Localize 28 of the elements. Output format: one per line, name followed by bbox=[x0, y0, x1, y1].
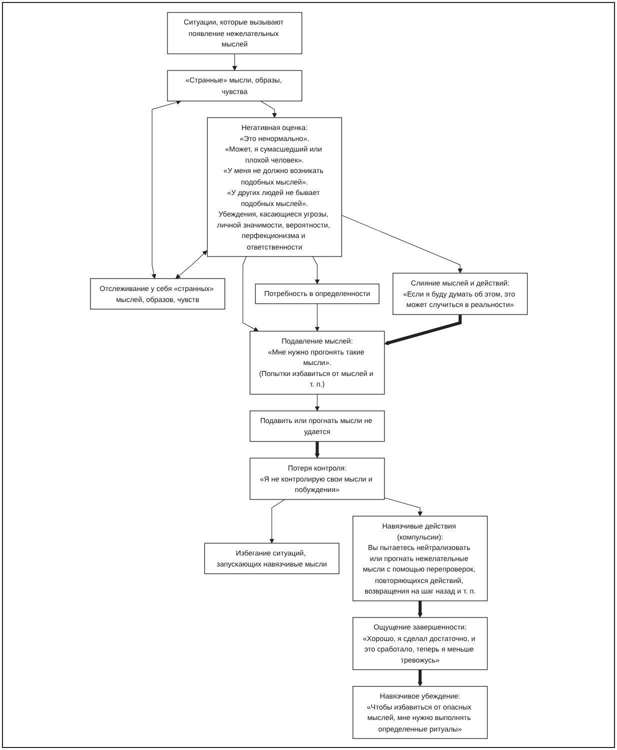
node-box bbox=[392, 272, 528, 314]
node-box bbox=[352, 686, 488, 738]
node-box bbox=[352, 515, 488, 601]
node-box bbox=[204, 542, 339, 574]
node-box bbox=[166, 70, 302, 101]
arrow bbox=[268, 498, 285, 543]
arrow bbox=[242, 256, 258, 331]
arrow bbox=[417, 600, 422, 618]
arrow bbox=[312, 256, 320, 284]
node-box bbox=[249, 410, 384, 442]
arrow bbox=[151, 99, 181, 278]
arrow bbox=[417, 669, 422, 686]
node-box bbox=[90, 278, 225, 309]
node-box bbox=[352, 616, 488, 670]
arrow bbox=[314, 393, 320, 411]
node-box bbox=[206, 116, 342, 256]
arrow bbox=[175, 250, 207, 278]
node-box bbox=[166, 12, 302, 54]
node-box bbox=[249, 330, 384, 394]
node-box bbox=[254, 283, 379, 304]
arrow bbox=[314, 440, 320, 458]
arrow bbox=[384, 496, 422, 516]
arrow bbox=[384, 314, 462, 345]
node-box bbox=[249, 457, 384, 500]
arrow bbox=[260, 100, 277, 118]
arrow bbox=[341, 214, 462, 273]
arrow bbox=[314, 302, 320, 331]
arrow bbox=[232, 53, 237, 70]
